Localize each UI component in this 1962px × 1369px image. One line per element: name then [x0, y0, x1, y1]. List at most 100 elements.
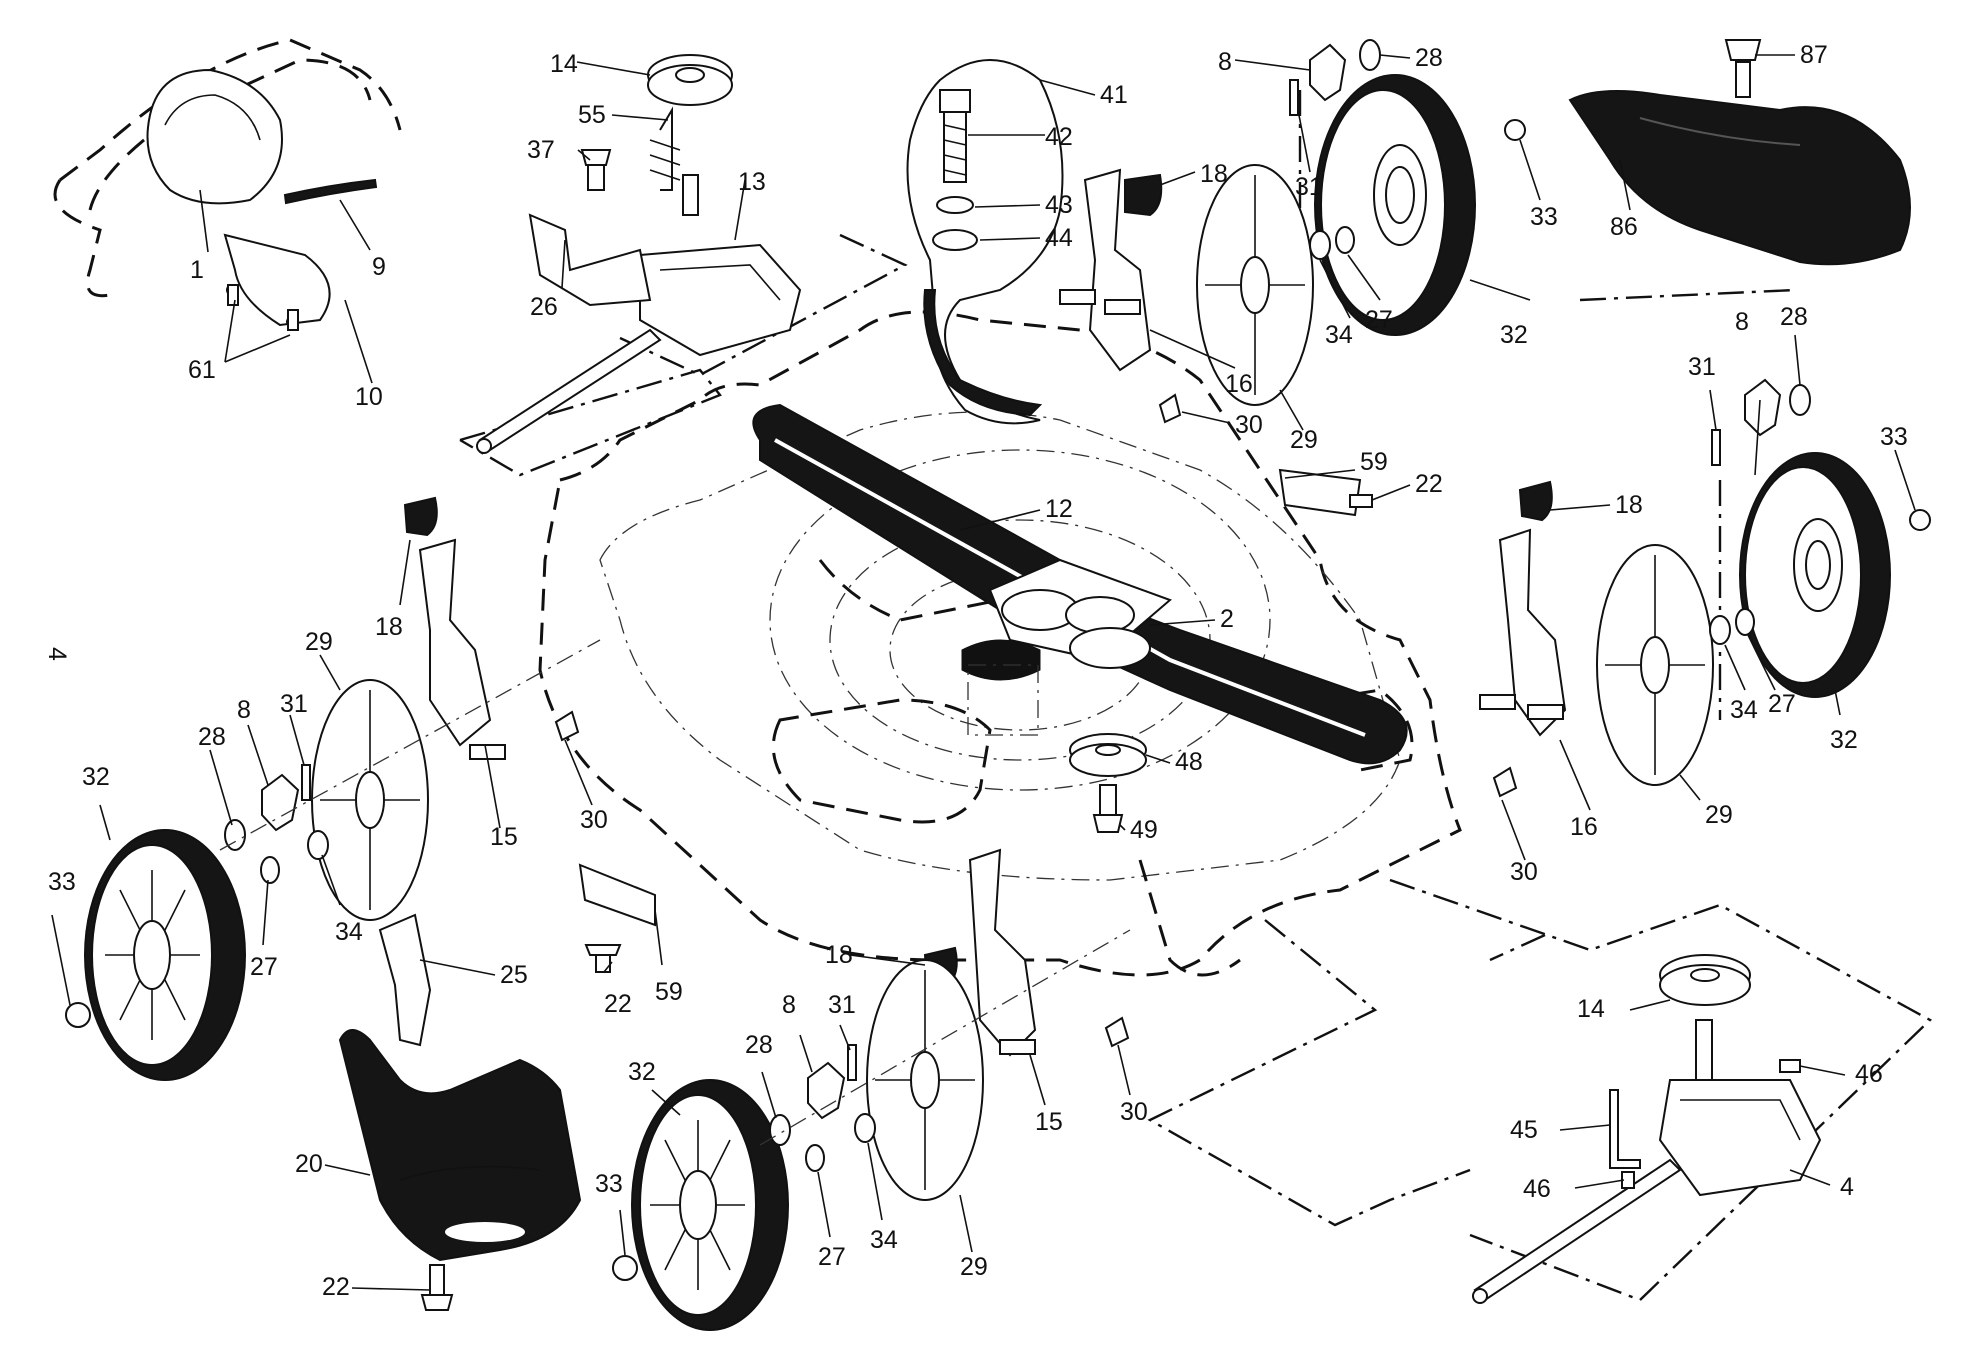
rear-cover-assembly — [1568, 39, 1911, 266]
callout-46-lower: 46 — [1523, 1175, 1551, 1203]
callout-1: 1 — [190, 256, 204, 284]
ring-28-right — [1789, 384, 1811, 416]
washer-27-left — [260, 856, 280, 884]
callout-15-bottom: 15 — [1035, 1108, 1063, 1136]
front-left-wheel-assembly — [65, 496, 601, 1081]
ring-28-top — [1359, 39, 1381, 71]
callout-13: 13 — [738, 168, 766, 196]
callout-33-top: 33 — [1530, 203, 1558, 231]
pin-31-top — [1289, 79, 1299, 116]
callout-33-bottom: 33 — [595, 1170, 623, 1198]
spring-55 — [659, 106, 673, 191]
callout-8-left: 8 — [237, 696, 251, 724]
callout-28-left: 28 — [198, 723, 226, 751]
callout-18-right: 18 — [1615, 491, 1643, 519]
nut-33-left — [65, 1002, 91, 1028]
deflector-20 — [338, 1029, 582, 1262]
drive-belt-assembly — [752, 403, 1408, 833]
callout-42: 42 — [1045, 123, 1073, 151]
handle-console-assembly — [53, 38, 402, 331]
height-lever-15-bottom — [968, 848, 1037, 1057]
pin-31-left — [301, 764, 311, 801]
rear-deflector-assembly — [338, 913, 582, 1311]
washer-34-top — [1309, 230, 1331, 260]
callout-29-left: 29 — [305, 628, 333, 656]
callout-22-right: 22 — [1415, 470, 1443, 498]
upper-transmission-assembly — [476, 54, 802, 454]
callout-31-right: 31 — [1688, 353, 1716, 381]
callout-31-top: 31 — [1295, 173, 1323, 201]
callout-27-right: 27 — [1768, 690, 1796, 718]
callout-34-right: 34 — [1730, 696, 1758, 724]
callout-45: 45 — [1510, 1116, 1538, 1144]
washout-hose-41 — [906, 59, 1064, 425]
gear-8-right — [1744, 378, 1782, 437]
callout-22-left: 22 — [604, 990, 632, 1018]
callout-49: 49 — [1130, 816, 1158, 844]
ring-28-left — [224, 819, 246, 851]
callout-15-left: 15 — [490, 823, 518, 851]
callout-labels: 14 55 37 13 26 1 9 10 61 41 42 43 44 18 … — [43, 41, 1908, 1301]
nut-33-bottom — [612, 1255, 638, 1281]
callout-27-left: 27 — [250, 953, 278, 981]
control-console-part — [146, 68, 283, 205]
callout-27-bottom: 27 — [818, 1243, 846, 1271]
rear-far-wheel-assembly — [1479, 378, 1931, 798]
washer-34-bottom — [854, 1113, 876, 1143]
pin-31-right — [1711, 429, 1721, 466]
washer-27-bottom — [805, 1144, 825, 1172]
callout-30-left: 30 — [580, 806, 608, 834]
callout-18-top: 18 — [1200, 160, 1228, 188]
leader-lines — [51, 54, 1916, 1291]
nut-33-right — [1909, 509, 1931, 531]
callout-32-bottom: 32 — [628, 1058, 656, 1086]
callout-34-left: 34 — [335, 918, 363, 946]
bolt-22-bottom — [429, 1264, 445, 1296]
bolt-87 — [1735, 61, 1751, 98]
callout-86: 86 — [1610, 213, 1638, 241]
height-knob-18-top — [1124, 173, 1163, 217]
washout-fitting-detail — [906, 59, 1064, 425]
nut-30-top — [1158, 393, 1182, 424]
washer-34-left — [307, 830, 329, 860]
nut-33-top — [1504, 119, 1526, 141]
callout-43: 43 — [1045, 191, 1073, 219]
callout-18-left: 18 — [375, 613, 403, 641]
nut-30-right — [1492, 766, 1518, 798]
mower-deck — [538, 310, 1462, 977]
pin-31-bottom — [847, 1044, 857, 1081]
callout-10: 10 — [355, 383, 383, 411]
nut-30-bottom — [1104, 1016, 1130, 1048]
gear-8-left — [261, 773, 300, 832]
callout-14-lower: 14 — [1577, 995, 1605, 1023]
page-number: 4 — [43, 647, 71, 661]
callout-8-bottom: 8 — [782, 991, 796, 1019]
gear-8-bottom — [807, 1061, 846, 1120]
callout-31-bottom: 31 — [828, 991, 856, 1019]
bolt-46-upper — [1779, 1059, 1801, 1073]
gear-8-top — [1309, 43, 1347, 102]
callout-16-right: 16 — [1570, 813, 1598, 841]
callout-44: 44 — [1045, 224, 1073, 252]
bracket-59-left — [578, 863, 656, 927]
callout-25: 25 — [500, 961, 528, 989]
washer-27-right — [1735, 608, 1755, 636]
callout-8-top: 8 — [1218, 48, 1232, 76]
ring-28-bottom — [769, 1114, 791, 1146]
nut-44 — [932, 229, 978, 251]
bracket-59-right — [1278, 468, 1362, 517]
callout-37: 37 — [527, 136, 555, 164]
height-knob-18-right — [1518, 480, 1553, 522]
callout-8-right: 8 — [1735, 308, 1749, 336]
callout-87: 87 — [1800, 41, 1828, 69]
callout-29-right: 29 — [1705, 801, 1733, 829]
callout-14: 14 — [550, 50, 578, 78]
bolt-49 — [1099, 784, 1117, 816]
callout-33-right: 33 — [1880, 423, 1908, 451]
callout-12: 12 — [1045, 495, 1073, 523]
callout-41: 41 — [1100, 81, 1128, 109]
callout-48: 48 — [1175, 748, 1203, 776]
callout-34-bottom: 34 — [870, 1226, 898, 1254]
